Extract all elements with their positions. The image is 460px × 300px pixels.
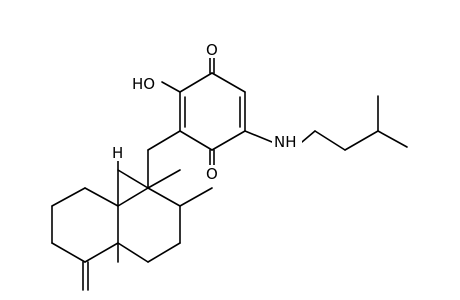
oxygen-top-label: O xyxy=(206,41,218,59)
bond-ch2a-ch2b xyxy=(314,130,346,151)
bond-c3dec-c4dec xyxy=(147,242,181,263)
bond-c2-oh xyxy=(161,81,181,93)
oxygen-bottom-label: O xyxy=(206,165,218,183)
bond-c1dec-me xyxy=(147,169,181,189)
bond-c1-c2 xyxy=(179,72,213,93)
bond-c5-c4 xyxy=(211,130,246,151)
hydroxyl-label: HO xyxy=(132,75,155,93)
nh-bg xyxy=(272,132,302,150)
h-bg xyxy=(110,143,124,161)
quinone-ring xyxy=(161,56,246,166)
bond-c1dec-c8a xyxy=(117,169,149,189)
bond-c8a-c1dec-inner xyxy=(117,187,149,207)
bond-c8a-c8 xyxy=(84,187,119,207)
amine-nh-label: NH xyxy=(274,133,297,151)
o-bottom-bg xyxy=(204,165,220,183)
bond-c2dec-me xyxy=(179,187,213,207)
bond-c1dec-c2dec xyxy=(147,187,181,207)
stereo-hydrogen-label: H xyxy=(112,144,123,162)
bond-c3-ch2 xyxy=(147,130,181,151)
bond-c5dec-c4a xyxy=(84,242,119,263)
bond-c8-c7 xyxy=(51,187,86,207)
bond-c5-n xyxy=(244,130,273,143)
bond-c1-c6 xyxy=(211,72,246,93)
bond-c6-c5dec xyxy=(51,242,86,263)
bond-ch2b-ch xyxy=(344,130,379,151)
isopentylamino-chain xyxy=(244,95,408,151)
bond-ch-me-right xyxy=(377,130,408,148)
bond-n-ch2a xyxy=(301,130,316,143)
decalin-ring-system xyxy=(51,159,213,291)
bond-c4dec-c4a xyxy=(117,242,149,263)
bond-c4-c3 xyxy=(179,130,213,151)
o-top-bg xyxy=(204,40,220,58)
ho-bg xyxy=(130,74,160,92)
